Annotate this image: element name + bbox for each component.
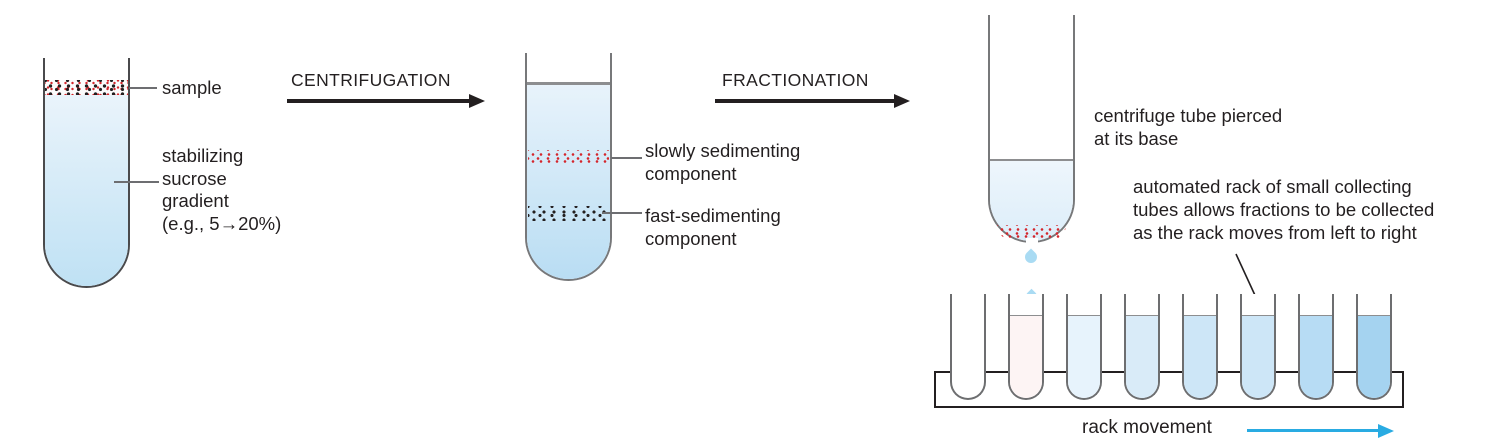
centrifuged-liquid	[527, 84, 610, 279]
collecting-tube-fraction-7	[1298, 294, 1334, 400]
slow-component-label: slowly sedimenting component	[645, 140, 801, 184]
gradient-tube	[43, 58, 130, 288]
fraction-3-liquid	[1068, 315, 1100, 398]
fraction-4-liquid	[1126, 315, 1158, 398]
collecting-tube-fraction-8	[1356, 294, 1392, 400]
fraction-2-liquid	[1010, 315, 1042, 398]
fraction-8-liquid	[1358, 315, 1390, 398]
fraction-7-liquid	[1300, 315, 1332, 398]
gradient-label: stabilizing sucrose gradient (e.g., 5→20…	[162, 145, 282, 234]
fractionation-label: FRACTIONATION	[722, 70, 869, 90]
collecting-tube-fraction-2	[1008, 294, 1044, 400]
pierced-tube	[988, 15, 1075, 244]
sucrose-gradient-liquid	[45, 94, 128, 286]
slow-leader-line	[611, 157, 642, 159]
sample-label: sample	[162, 77, 222, 98]
meniscus-line	[527, 82, 610, 85]
fast-leader-line	[602, 212, 642, 214]
fast-component-band	[528, 206, 609, 221]
fractionation-arrowhead-icon	[894, 94, 910, 108]
centrifuged-tube	[525, 53, 612, 281]
collecting-tube-fraction-5	[1182, 294, 1218, 400]
fractionation-arrow	[715, 99, 895, 103]
rack-movement-label: rack movement	[1082, 417, 1212, 438]
centrifugation-arrowhead-icon	[469, 94, 485, 108]
rack-note-label: automated rack of small collecting tubes…	[1133, 176, 1435, 243]
gradient-leader-line	[114, 181, 159, 183]
rack-tubes	[950, 294, 1392, 400]
collecting-tube-fraction-6	[1240, 294, 1276, 400]
sample-band	[45, 80, 128, 95]
centrifugation-arrow	[287, 99, 470, 103]
rack-movement-arrowhead-icon	[1378, 424, 1394, 438]
red-sediment	[997, 225, 1066, 240]
pierced-tube-label: centrifuge tube pierced at its base	[1094, 105, 1283, 149]
liquid-drop-icon	[1022, 248, 1040, 266]
pierced-hole	[1025, 238, 1038, 244]
fast-component-label: fast-sedimenting component	[645, 205, 781, 249]
rack-movement-arrow	[1247, 429, 1379, 433]
slow-component-band	[528, 150, 609, 165]
centrifugation-label: CENTRIFUGATION	[291, 70, 451, 90]
collecting-tube-fraction-1	[950, 294, 986, 400]
fraction-5-liquid	[1184, 315, 1216, 398]
collecting-tube-fraction-4	[1124, 294, 1160, 400]
fraction-6-liquid	[1242, 315, 1274, 398]
sample-leader-line	[129, 87, 157, 89]
collecting-tube-fraction-3	[1066, 294, 1102, 400]
